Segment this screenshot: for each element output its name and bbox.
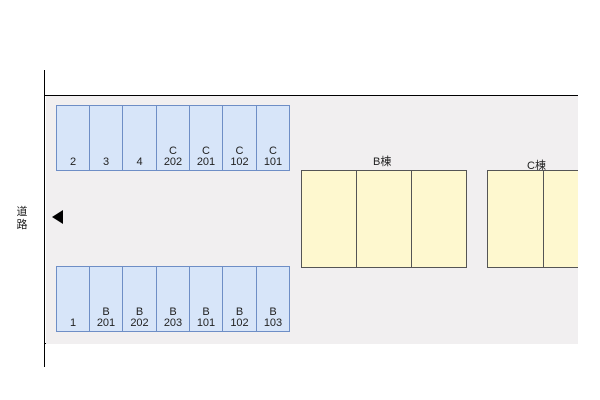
parking-space: 4 xyxy=(122,105,157,171)
space-number: 3 xyxy=(102,156,110,168)
parking-space: 3 xyxy=(89,105,123,171)
road-edge-line xyxy=(44,70,45,367)
space-number: 103 xyxy=(263,317,283,329)
parking-space: C 202 xyxy=(156,105,190,171)
space-owner: C xyxy=(269,145,277,157)
space-owner: B xyxy=(169,306,177,318)
space-number: 102 xyxy=(230,317,249,329)
parking-space: C 102 xyxy=(222,105,257,171)
parking-space: B 102 xyxy=(222,266,257,332)
parking-space: B 203 xyxy=(156,266,190,332)
building-unit xyxy=(543,170,578,268)
space-number: 202 xyxy=(130,317,149,329)
space-number: 101 xyxy=(196,317,216,329)
building-unit xyxy=(356,170,412,268)
parking-space: 2 xyxy=(56,105,90,171)
space-number: 201 xyxy=(96,317,116,329)
space-number: 101 xyxy=(263,156,283,168)
space-owner: B xyxy=(269,306,277,318)
parking-space: B 101 xyxy=(189,266,223,332)
building-c-label: C棟 xyxy=(527,160,546,172)
space-number: 4 xyxy=(136,156,143,168)
space-owner: C xyxy=(169,145,177,157)
parking-space: C 101 xyxy=(256,105,290,171)
building-unit xyxy=(301,170,357,268)
space-owner: B xyxy=(202,306,210,318)
space-number: 202 xyxy=(163,156,183,168)
space-owner: B xyxy=(102,306,110,318)
space-owner: B xyxy=(235,306,244,318)
space-number: 203 xyxy=(163,317,183,329)
road-label: 道 路 xyxy=(14,206,30,232)
space-number: 2 xyxy=(69,156,77,168)
building-b-label: B棟 xyxy=(373,156,392,168)
space-number: 201 xyxy=(196,156,216,168)
parking-space: B 103 xyxy=(256,266,290,332)
road-label-line-1: 道 xyxy=(16,206,28,218)
road-label-line-2: 路 xyxy=(16,219,28,231)
left-triangle-arrow-icon xyxy=(52,210,63,224)
space-owner: C xyxy=(202,145,210,157)
building-unit xyxy=(487,170,544,268)
parking-space: C 201 xyxy=(189,105,223,171)
space-number: 1 xyxy=(69,317,77,329)
parking-space: 1 xyxy=(56,266,90,332)
space-owner: B xyxy=(135,306,144,318)
space-number: 102 xyxy=(230,156,249,168)
lot-top-line xyxy=(44,95,578,96)
parking-space: B 202 xyxy=(122,266,157,332)
parking-space: B 201 xyxy=(89,266,123,332)
space-owner: C xyxy=(235,145,244,157)
building-unit xyxy=(411,170,467,268)
